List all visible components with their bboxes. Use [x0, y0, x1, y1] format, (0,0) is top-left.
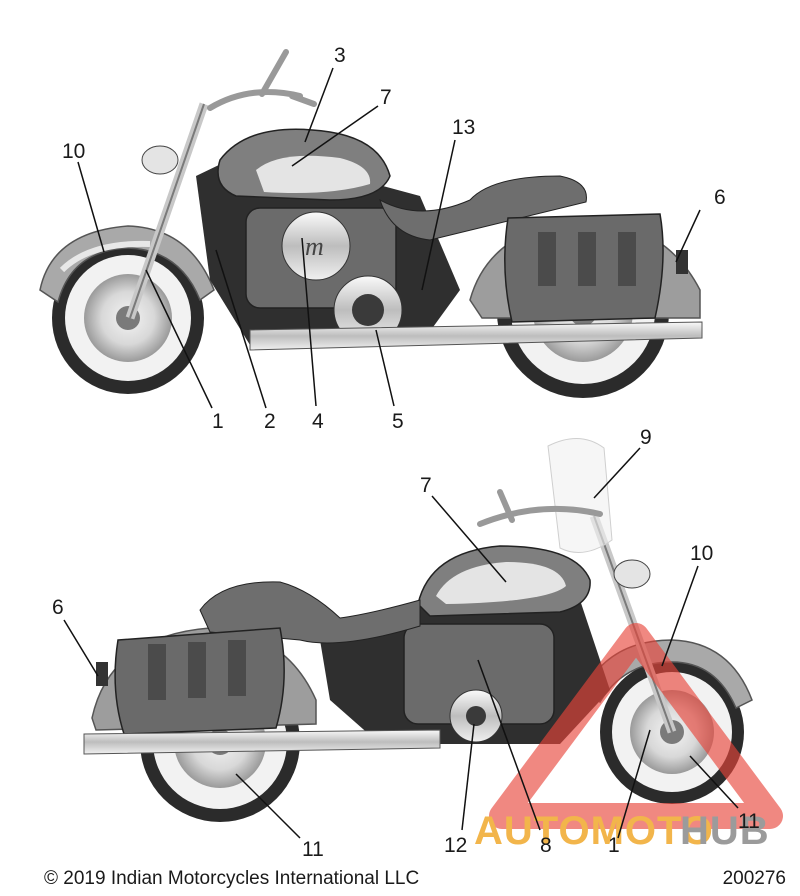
callout-7b: 7	[420, 474, 432, 497]
callout-12: 12	[444, 834, 467, 857]
watermark-text-2: HUB	[680, 809, 770, 853]
seat-bottom	[199, 581, 421, 644]
figure-id: 200276	[722, 868, 786, 889]
callouts-top: 3 7 10 13 6 1 2 4 5	[62, 44, 726, 433]
windshield	[547, 438, 613, 553]
rear-light-bottom	[96, 662, 108, 686]
headlight-bottom	[613, 559, 651, 589]
front-fender	[39, 225, 215, 304]
callout-10: 10	[62, 140, 85, 163]
svg-text:m: m	[305, 232, 324, 261]
motorcycle-right-view	[83, 438, 753, 822]
exhaust-bottom	[83, 729, 441, 755]
handlebars-bottom	[477, 489, 603, 527]
callout-11b: 11	[738, 810, 760, 833]
seat	[379, 175, 587, 241]
copyright-notice: © 2019 Indian Motorcycles International …	[44, 868, 420, 889]
callout-3: 3	[334, 44, 346, 67]
callouts-bottom: 9 7 10 6 11 12 8 1 11	[52, 426, 760, 861]
motorcycle-left-view: m	[39, 49, 703, 398]
callout-1b: 1	[608, 834, 620, 857]
callout-5: 5	[392, 410, 404, 433]
engine-bottom	[403, 623, 555, 743]
callout-4: 4	[312, 410, 324, 433]
saddlebag-top	[504, 213, 664, 323]
callout-6: 6	[714, 186, 726, 209]
saddlebag-bottom	[114, 627, 285, 735]
callout-7: 7	[380, 86, 392, 109]
engine: m	[245, 207, 403, 345]
callout-9: 9	[640, 426, 652, 449]
callout-11a: 11	[302, 838, 324, 861]
handlebars-top	[207, 49, 317, 111]
watermark: AUTOMOTO HUB	[474, 623, 783, 853]
watermark-text-1: AUTOMOTO	[474, 809, 714, 853]
callout-6b: 6	[52, 596, 64, 619]
headlight-top	[141, 145, 179, 175]
watermark-triangle-icon	[489, 623, 783, 829]
callout-13: 13	[452, 116, 475, 139]
rear-light-top	[676, 250, 688, 274]
callout-1: 1	[212, 410, 224, 433]
callout-2: 2	[264, 410, 276, 433]
callout-10b: 10	[690, 542, 713, 565]
callout-8: 8	[540, 834, 552, 857]
exhaust-top	[249, 321, 703, 351]
